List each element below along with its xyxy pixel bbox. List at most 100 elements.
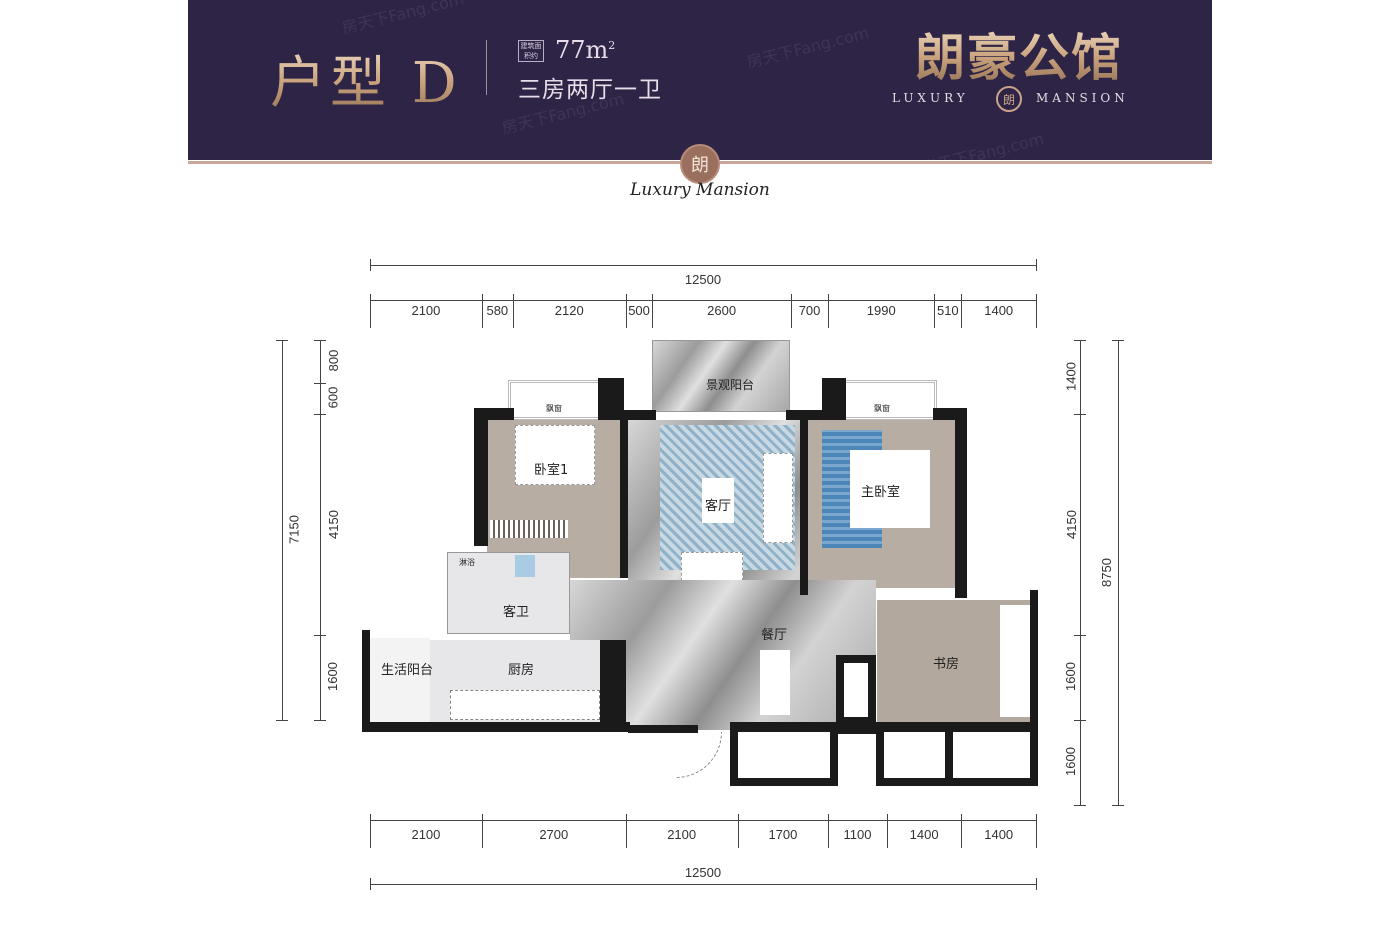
shower-tray xyxy=(515,555,535,577)
dimension-label: 1600 xyxy=(1063,747,1079,777)
wall xyxy=(822,378,846,420)
dimension-label: 4150 xyxy=(325,509,341,539)
dimension-tick xyxy=(314,414,326,416)
dimension-label: 2100 xyxy=(667,827,697,842)
dimension-label: 2120 xyxy=(554,303,584,318)
guest-bath-label: 客卫 xyxy=(503,605,530,620)
title-divider xyxy=(486,40,487,95)
dimension-tick xyxy=(934,294,936,328)
dimension-tick xyxy=(1036,814,1037,848)
dimension-tick xyxy=(314,340,326,341)
area-value: 77m2 xyxy=(555,36,615,64)
shower-label: 淋浴 xyxy=(459,558,475,567)
dimension-label: 600 xyxy=(325,387,341,409)
dining-label: 餐厅 xyxy=(761,628,788,643)
dimension-tick xyxy=(1074,414,1086,416)
dimension-tick xyxy=(314,634,326,636)
service-balcony xyxy=(368,638,430,723)
service-balcony-label: 生活阳台 xyxy=(381,663,434,678)
bay-window-1 xyxy=(508,380,608,420)
dimension-tick xyxy=(276,720,288,721)
study-label: 书房 xyxy=(933,657,960,672)
dimension-tick xyxy=(512,294,514,328)
dimension-tick xyxy=(886,814,888,848)
dimension-label: 2100 xyxy=(411,827,441,842)
dimension-total-line xyxy=(1118,340,1119,805)
dimension-tick xyxy=(1074,805,1086,806)
wardrobe xyxy=(490,520,568,538)
dimension-total-line xyxy=(370,884,1036,885)
dimension-label: 1400 xyxy=(984,827,1014,842)
dimension-label: 2100 xyxy=(411,303,441,318)
dimension-tick xyxy=(1074,340,1086,341)
wall xyxy=(474,408,488,546)
wall xyxy=(786,410,822,420)
wall xyxy=(474,408,514,420)
bay-window-2-label: 飘窗 xyxy=(874,404,890,413)
wall xyxy=(620,420,628,578)
script-tagline: Luxury Mansion xyxy=(630,180,770,200)
dimension-line xyxy=(370,300,1036,301)
dimension-tick xyxy=(961,294,963,328)
wall xyxy=(945,732,953,786)
dimension-total-label: 7150 xyxy=(286,515,302,544)
dimension-label: 500 xyxy=(628,303,650,318)
bay-window-1-label: 飘窗 xyxy=(546,404,562,413)
dimension-label: 4150 xyxy=(1063,509,1079,539)
dimension-label: 2600 xyxy=(707,303,737,318)
living-room-label: 客厅 xyxy=(705,499,732,514)
storage-bay xyxy=(876,732,1038,786)
bed xyxy=(515,425,595,485)
wall xyxy=(1030,590,1038,785)
sofa xyxy=(763,453,793,543)
master-bedroom-label: 主卧室 xyxy=(861,485,901,500)
dimension-tick xyxy=(1036,294,1037,328)
area-number: 77m xyxy=(555,36,609,64)
dimension-tick xyxy=(625,814,627,848)
dimension-tick xyxy=(370,878,371,890)
dimension-tick xyxy=(481,294,483,328)
coffee-table xyxy=(702,478,734,523)
wall xyxy=(628,725,698,733)
storage-bay xyxy=(730,732,838,786)
wall xyxy=(730,722,1038,734)
dimension-tick xyxy=(652,294,654,328)
dimension-total-label: 12500 xyxy=(684,865,722,880)
dimension-label: 2700 xyxy=(539,827,569,842)
unit-type-title: 户型 D xyxy=(270,38,461,119)
dimension-tick xyxy=(828,294,830,328)
dimension-label: 1700 xyxy=(768,827,798,842)
dimension-tick xyxy=(370,259,371,271)
dimension-tick xyxy=(314,720,326,721)
dimension-line xyxy=(320,340,321,720)
dimension-tick xyxy=(790,294,792,328)
dining-table xyxy=(760,650,790,715)
dimension-line xyxy=(1080,340,1081,805)
wall xyxy=(600,640,626,725)
dimension-tick xyxy=(314,382,326,384)
landscape-balcony-label: 景观阳台 xyxy=(706,378,755,392)
wall xyxy=(362,722,630,732)
guest-bathroom xyxy=(447,552,570,634)
dimension-total-label: 8750 xyxy=(1098,557,1114,587)
dimension-label: 1990 xyxy=(866,303,896,318)
study-desk xyxy=(1000,605,1030,717)
dimension-total-line xyxy=(282,340,283,720)
dimension-tick xyxy=(961,814,963,848)
area-unit-sup: 2 xyxy=(608,39,616,52)
bedroom-1-label: 卧室1 xyxy=(534,463,569,478)
dimension-tick xyxy=(276,340,288,341)
dimension-label: 1400 xyxy=(1063,362,1079,392)
dimension-total-line xyxy=(370,265,1036,266)
master-bed xyxy=(850,450,930,528)
dimension-tick xyxy=(1112,805,1124,806)
dimension-label: 1100 xyxy=(843,827,872,842)
header-banner xyxy=(188,0,1212,160)
dimension-label: 800 xyxy=(325,349,341,372)
kitchen-counter xyxy=(450,690,600,720)
dimension-tick xyxy=(1112,340,1124,341)
brand-logo-name: 朗豪公馆 xyxy=(915,18,1123,90)
wall xyxy=(622,410,656,420)
layout-description: 三房两厅一卫 xyxy=(518,77,662,103)
dimension-tick xyxy=(370,814,371,848)
